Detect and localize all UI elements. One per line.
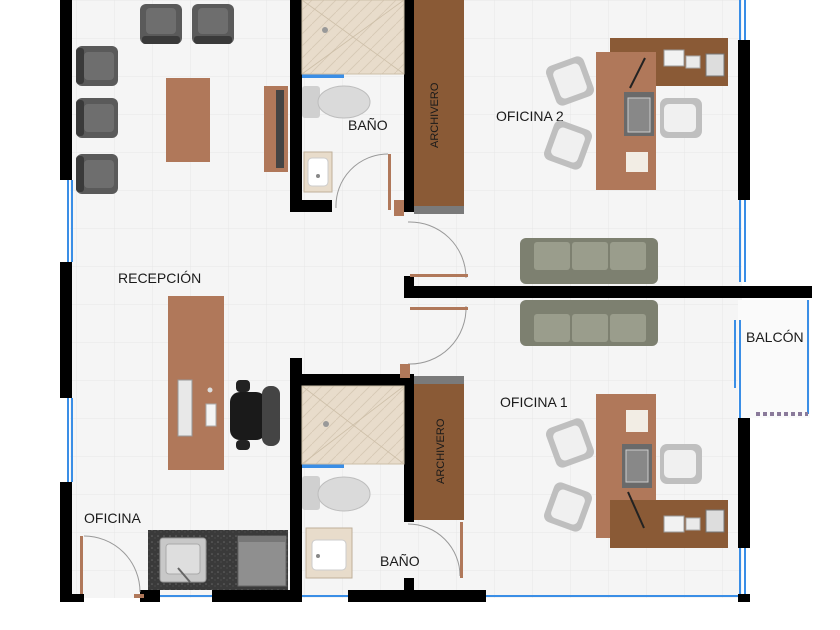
- chair-icon: [76, 46, 118, 86]
- windows: [67, 0, 809, 597]
- sofa-icon: [520, 300, 658, 346]
- oficina-label: OFICINA: [84, 510, 141, 526]
- sink-icon: [305, 527, 353, 579]
- bano-bottom-label: BAÑO: [380, 553, 420, 569]
- walls: [60, 0, 812, 602]
- office-small: OFICINA: [84, 510, 288, 590]
- toilet-icon: [302, 476, 371, 512]
- chair-icon: [660, 444, 702, 484]
- balcon-label: BALCÓN: [746, 329, 804, 345]
- recepcion-label: RECEPCIÓN: [118, 270, 201, 286]
- fridge-icon: [237, 535, 287, 587]
- balcony-floor: [738, 300, 810, 418]
- bano-top-label: BAÑO: [348, 117, 388, 133]
- monitor-icon: [177, 379, 193, 437]
- reception-desk: [168, 296, 224, 470]
- office-chair-icon: [230, 380, 280, 450]
- laptop-icon: [627, 97, 651, 133]
- archivero-bottom-label: ARCHIVERO: [435, 418, 447, 484]
- chair-icon: [192, 4, 234, 44]
- phone-icon: [705, 53, 725, 77]
- sink-icon: [303, 151, 333, 193]
- oficina-2-label: OFICINA 2: [496, 108, 564, 124]
- bathroom-top: BAÑO: [301, 0, 405, 193]
- reception: RECEPCIÓN: [118, 270, 280, 470]
- door-leaves: [80, 154, 468, 598]
- meeting-area: [76, 4, 288, 194]
- chair-icon: [543, 482, 593, 532]
- doors: [83, 153, 467, 593]
- chair-icon: [76, 154, 118, 194]
- office-1: OFICINA 1: [500, 394, 728, 548]
- sofa-icon: [520, 238, 658, 284]
- phone-icon: [705, 509, 725, 533]
- office-2: OFICINA 2: [496, 38, 728, 190]
- laptop-icon: [625, 449, 649, 483]
- oficina-1-label: OFICINA 1: [500, 394, 568, 410]
- chair-icon: [140, 4, 182, 44]
- archivero-top: ARCHIVERO: [414, 0, 464, 214]
- meeting-table: [166, 78, 210, 162]
- chair-icon: [660, 98, 702, 138]
- chair-icon: [545, 56, 595, 106]
- archivero-bottom: ARCHIVERO: [414, 376, 464, 520]
- toilet-icon: [302, 85, 371, 119]
- chair-icon: [76, 98, 118, 138]
- chair-icon: [543, 120, 593, 170]
- bathroom-bottom: BAÑO: [301, 385, 420, 579]
- tv-icon: [276, 90, 284, 168]
- sink-icon: [159, 537, 207, 583]
- chair-icon: [545, 418, 595, 468]
- archivero-top-label: ARCHIVERO: [429, 82, 441, 148]
